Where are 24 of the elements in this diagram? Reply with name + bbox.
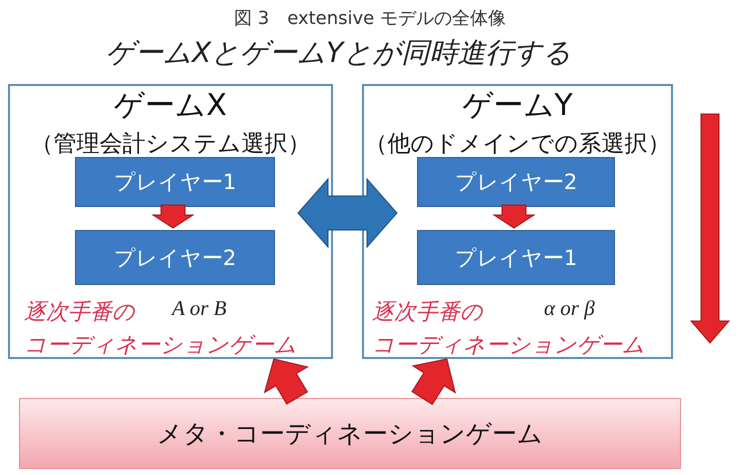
game-type-text: コーディネーションゲーム [372,332,645,360]
game-type-text: 逐次手番の [24,299,135,327]
strategy-label: α or β [544,295,595,322]
game-type-text: 逐次手番の [372,299,483,327]
block-arrow [264,358,309,405]
block-arrow [297,178,398,248]
caption: 図 3 extensive モデルの全体像 [234,7,506,31]
block-arrow [411,358,456,406]
player-box: プレイヤー1 [417,230,615,285]
game-title: ゲームY [462,88,573,124]
game-box [8,84,333,359]
block-arrow [151,204,195,229]
game-box [362,84,673,359]
player-box: プレイヤー2 [417,157,615,207]
meta-game-box: メタ・コーディネーションゲーム [19,398,681,469]
game-type-text: コーディネーションゲーム [24,332,297,360]
game-subtitle: （他のドメインでの系選択） [364,130,670,159]
title: ゲームXとゲームYとが同時進行する [106,36,572,70]
player-box: プレイヤー2 [75,230,275,285]
block-arrow [492,204,536,229]
player-box: プレイヤー1 [75,157,275,207]
game-title: ゲームX [114,88,227,124]
strategy-label: A or B [172,295,226,322]
game-subtitle: （管理会計システム選択） [30,130,310,159]
